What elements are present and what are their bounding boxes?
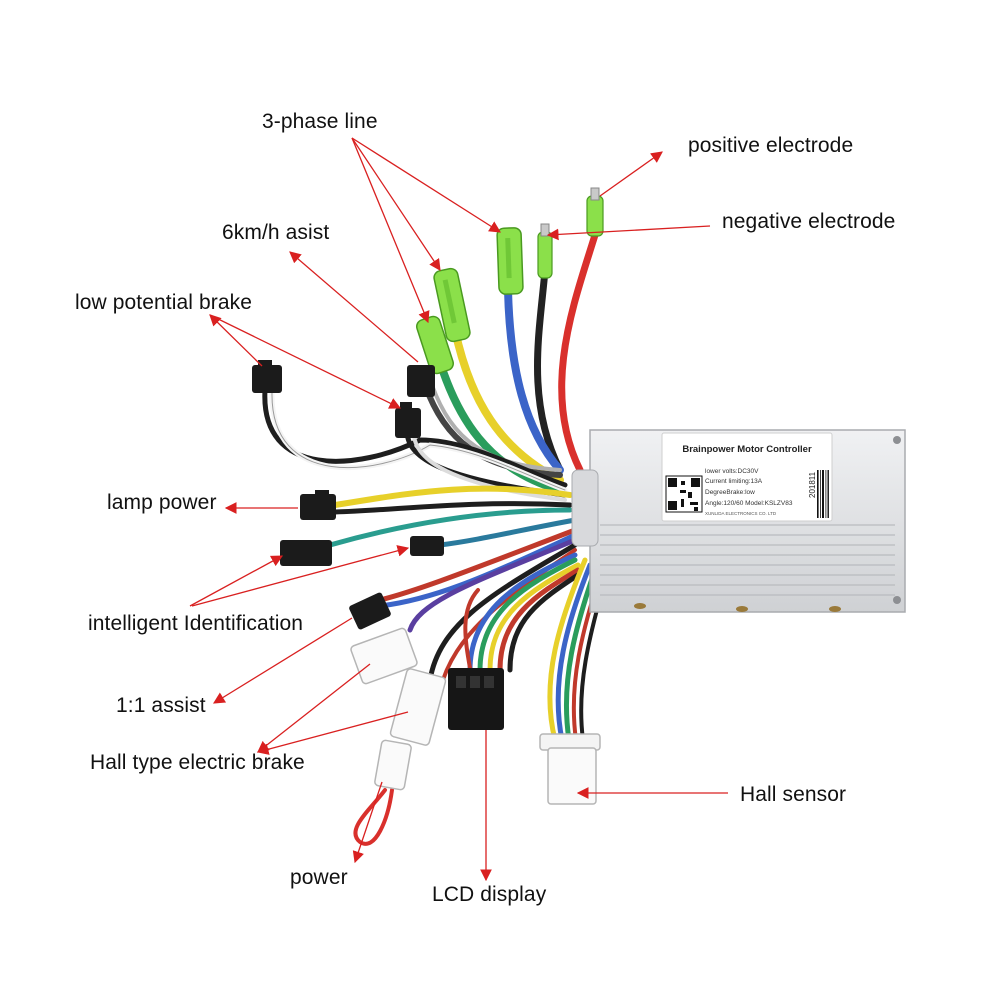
lcd-connector	[448, 668, 504, 730]
callout-hall-electric-brake: Hall type electric brake	[90, 751, 305, 774]
callout-hall-sensor: Hall sensor	[740, 783, 847, 806]
callout-lcd-display: LCD display	[432, 883, 547, 906]
callout-positive-electrode: positive electrode	[688, 134, 854, 157]
label-line-1: lower volts:DC30V	[705, 468, 759, 475]
phase-connectors	[416, 227, 524, 375]
label-line-5: XUNLIDA ELECTRONICS CO. LTD	[705, 511, 777, 516]
callout-1-1-assist: 1:1 assist	[116, 694, 206, 717]
callout-intelligent-identification: intelligent Identification	[88, 612, 304, 635]
label-line-2: Current limiting:13A	[705, 478, 763, 485]
callout-lamp-power: lamp power	[107, 491, 217, 514]
battery-terminals	[537, 187, 604, 279]
callout-3-phase-line: 3-phase line	[262, 110, 378, 133]
qr-code-icon	[665, 475, 703, 513]
callout-arrows	[189, 137, 728, 882]
callout-6kmh-assist: 6km/h asist	[222, 221, 330, 244]
label-line-4: Angle:120/60 Model:KSLZV83	[705, 500, 793, 507]
white-connectors	[350, 627, 601, 805]
callout-low-potential-brake: low potential brake	[75, 291, 253, 314]
controller-label: Brainpower Motor Controller lower volts:…	[661, 432, 833, 522]
label-title: Brainpower Motor Controller	[682, 444, 812, 455]
callout-negative-electrode: negative electrode	[722, 210, 896, 233]
black-connectors	[252, 360, 444, 630]
barcode-icon	[817, 470, 829, 518]
label-serial: 201811	[808, 471, 817, 498]
label-line-3: DegreeBrake:low	[705, 489, 755, 496]
callout-power: power	[290, 866, 348, 889]
wire-bundle	[262, 231, 607, 846]
